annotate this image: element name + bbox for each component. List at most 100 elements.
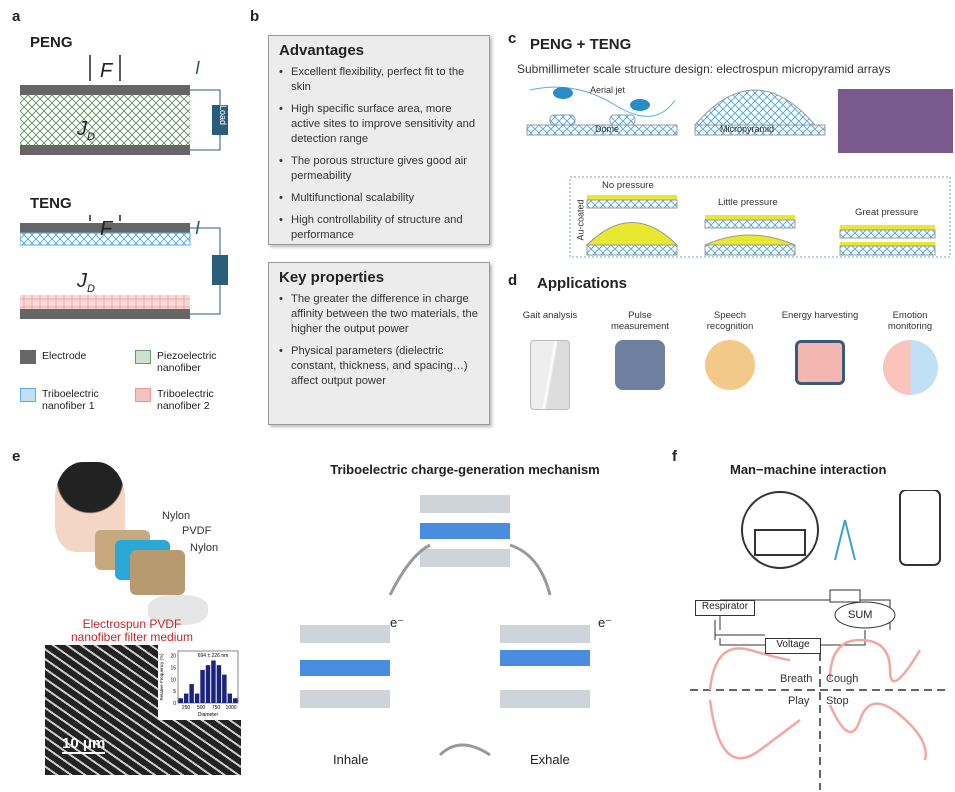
- au-coated-label: Au-coated: [575, 199, 586, 241]
- panel-label-f: f: [672, 448, 677, 465]
- advantages-box: Advantages Excellent flexibility, perfec…: [268, 35, 490, 245]
- panel-label-a: a: [12, 8, 21, 25]
- teng-diagram: [20, 215, 228, 319]
- electron-label-left: e⁻: [390, 615, 405, 630]
- panel-label-d: d: [508, 272, 518, 289]
- current-label: I: [195, 58, 201, 78]
- filter-pad: [148, 595, 208, 625]
- jd-label: JD: [77, 118, 95, 143]
- load-label: Load: [218, 104, 229, 126]
- c-subtitle: Submillimeter scale structure design: el…: [517, 62, 891, 76]
- state-no-pressure: No pressure: [602, 180, 654, 191]
- legend: Electrode Piezoelectric nanofiber Triboe…: [20, 350, 250, 412]
- micropyramid-label: Micropyramid: [720, 124, 775, 134]
- applications-title: Applications: [537, 275, 628, 292]
- histogram-bar: [211, 660, 216, 703]
- app-pulse: Pulse measurement: [600, 310, 680, 414]
- quadrant-breath: Breath: [780, 673, 813, 685]
- key-properties-title: Key properties: [279, 269, 385, 286]
- y-tick-label: 10: [170, 677, 176, 683]
- x-tick-label: 250: [182, 705, 191, 711]
- y-tick-label: 15: [170, 666, 176, 672]
- peng-diagram: [20, 55, 228, 155]
- legend-piezo: Piezoelectric nanofiber: [135, 350, 250, 374]
- histogram-bar: [178, 698, 183, 703]
- histogram-bar: [216, 665, 222, 703]
- x-tick-label: 1000: [225, 705, 236, 711]
- histogram-bar: [183, 693, 189, 703]
- sum-label: SUM: [848, 609, 873, 621]
- legs-icon: [530, 340, 570, 410]
- voltage-box: Voltage: [765, 638, 821, 654]
- current-label-teng: I: [195, 218, 201, 238]
- app-energy: Energy harvesting: [780, 310, 860, 414]
- emotion-face-icon: [882, 340, 938, 395]
- teng-title: TENG: [30, 195, 72, 212]
- dumbbell-icon: [615, 340, 665, 390]
- legend-electrode: Electrode: [20, 350, 135, 374]
- jd-label-teng: JD: [77, 270, 95, 295]
- panel-label-e: e: [12, 448, 21, 465]
- key-item: Physical parameters (dielectric constant…: [279, 344, 479, 389]
- respirator-box: Respirator: [695, 600, 755, 616]
- histogram-bar: [222, 674, 227, 703]
- layer-label-nylon-2: Nylon: [190, 542, 219, 554]
- interaction-diagram: [690, 490, 950, 790]
- y-tick-label: 5: [173, 689, 176, 695]
- micropyramid-diagram: [526, 86, 953, 258]
- legend-tribo1: Triboelectric nanofiber 1: [20, 388, 135, 412]
- app-speech: Speech recognition: [690, 310, 770, 414]
- histogram-bar: [233, 698, 238, 703]
- nylon-layer-2: [130, 550, 185, 595]
- histogram-annotation: 694 ± 226 nm: [198, 653, 229, 659]
- histogram-bar: [189, 684, 194, 703]
- megaphone-icon: [705, 340, 755, 390]
- c-title: PENG + TENG: [530, 36, 632, 53]
- inhale-label: Inhale: [333, 752, 369, 767]
- legend-tribo2: Triboelectric nanofiber 2: [135, 388, 250, 412]
- advantage-item: Excellent flexibility, perfect fit to th…: [279, 65, 479, 95]
- scale-bar: 10 μm: [62, 735, 106, 754]
- advantage-item: High specific surface area, more active …: [279, 102, 479, 147]
- state-great-pressure: Great pressure: [855, 207, 919, 218]
- force-label: F: [100, 60, 113, 82]
- exhale-label: Exhale: [530, 752, 570, 767]
- battery-icon: [795, 340, 845, 385]
- y-tick-label: 0: [173, 701, 176, 707]
- advantage-item: The porous structure gives good air perm…: [279, 154, 479, 184]
- f-title: Man−machine interaction: [730, 462, 887, 477]
- histogram-bar: [200, 669, 205, 703]
- x-tick-label: 750: [212, 705, 221, 711]
- quadrant-play: Play: [788, 695, 810, 707]
- applications-row: Gait analysis Pulse measurement Speech r…: [505, 310, 955, 414]
- aerial-jet-label: Aerial jet: [590, 85, 626, 95]
- force-label-teng: F: [100, 218, 113, 240]
- advantage-item: Multifunctional scalability: [279, 191, 479, 206]
- filter-caption: Electrospun PVDF nanofiber filter medium: [70, 617, 194, 644]
- quadrant-stop: Stop: [826, 695, 849, 707]
- histogram-bar: [205, 665, 211, 703]
- mechanism-diagram: [300, 495, 590, 757]
- peng-title: PENG: [30, 34, 73, 51]
- dome-label: Dome: [595, 124, 620, 134]
- y-axis-label: Relative Frequency (%): [159, 653, 164, 701]
- panel-label-b: b: [250, 8, 260, 25]
- panel-label-c: c: [508, 30, 517, 47]
- mechanism-title: Triboelectric charge-generation mechanis…: [330, 462, 600, 477]
- key-properties-box: Key properties The greater the differenc…: [268, 262, 490, 425]
- layer-label-pvdf: PVDF: [182, 525, 212, 537]
- key-item: The greater the difference in charge aff…: [279, 292, 479, 337]
- app-emotion: Emotion monitoring: [870, 310, 950, 414]
- advantages-title: Advantages: [279, 42, 365, 59]
- app-gait: Gait analysis: [510, 310, 590, 414]
- x-axis-label: Diameter: [198, 712, 219, 718]
- y-tick-label: 20: [170, 654, 176, 660]
- layer-label-nylon-1: Nylon: [162, 510, 191, 522]
- electron-label-right: e⁻: [598, 615, 613, 630]
- quadrant-cough: Cough: [826, 673, 859, 685]
- histogram-bar: [194, 693, 200, 703]
- state-little-pressure: Little pressure: [718, 197, 778, 208]
- histogram-bar: [227, 693, 233, 703]
- x-tick-label: 500: [197, 705, 206, 711]
